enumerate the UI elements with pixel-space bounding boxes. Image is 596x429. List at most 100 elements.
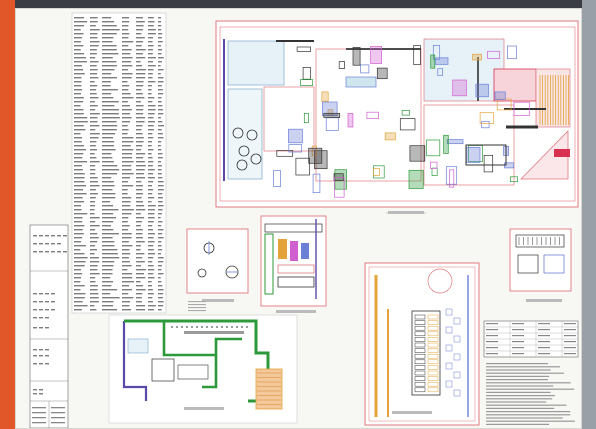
equipment-block bbox=[466, 146, 481, 163]
schedule-text-line bbox=[148, 205, 156, 207]
note-text-line bbox=[188, 301, 206, 303]
title-text-line bbox=[45, 243, 49, 245]
schedule-text-line bbox=[102, 161, 114, 163]
schedule-text-line bbox=[158, 85, 162, 87]
schedule-text-line bbox=[158, 69, 164, 71]
schedule-text-line bbox=[74, 217, 83, 219]
title-text-line bbox=[45, 327, 49, 329]
schedule-text-line bbox=[122, 53, 131, 55]
schedule-text-line bbox=[136, 253, 145, 255]
kitchen-layout-plan bbox=[364, 262, 480, 426]
schedule-text-line bbox=[122, 65, 133, 67]
kitchen-unit bbox=[427, 325, 439, 331]
schedule-text-line bbox=[158, 25, 162, 27]
schedule-text-line bbox=[102, 33, 117, 35]
schedule-text-line bbox=[122, 61, 132, 63]
schedule-text-line bbox=[74, 273, 83, 275]
note-text-line bbox=[188, 307, 206, 309]
schedule-text-line bbox=[102, 109, 119, 111]
schedule-text-line bbox=[102, 205, 114, 207]
schedule-text-line bbox=[136, 121, 145, 123]
schedule-text-line bbox=[74, 45, 84, 47]
schedule-text-line bbox=[90, 193, 98, 195]
schedule-text-line bbox=[158, 45, 161, 47]
equipment-schedule bbox=[71, 12, 167, 314]
schedule-text-line bbox=[102, 277, 111, 279]
kitchen-unit bbox=[414, 342, 426, 348]
schedule-text-line bbox=[102, 125, 118, 127]
title-text-line bbox=[51, 309, 55, 311]
schedule-border bbox=[71, 12, 167, 314]
schedule-text-line bbox=[74, 285, 85, 287]
kitchen-unit bbox=[414, 376, 426, 381]
schedule-text-line bbox=[136, 261, 145, 263]
schedule-text-line bbox=[158, 125, 164, 127]
schedule-text-line bbox=[74, 281, 81, 283]
schedule-text-line bbox=[90, 277, 96, 279]
schedule-text-line bbox=[102, 177, 112, 179]
note-text-line bbox=[486, 407, 555, 409]
schedule-text-line bbox=[122, 21, 130, 23]
schedule-text-line bbox=[158, 109, 163, 111]
schedule-text-line bbox=[90, 133, 100, 135]
kitchen-unit bbox=[414, 314, 426, 320]
schedule-text-line bbox=[102, 93, 112, 95]
schedule-text-line bbox=[158, 189, 164, 191]
schedule-text-line bbox=[148, 229, 153, 231]
equipment-block bbox=[334, 169, 347, 190]
schedule-text-line bbox=[148, 221, 154, 223]
schedule-text-line bbox=[74, 73, 85, 75]
schedule-text-line bbox=[136, 57, 146, 59]
schedule-text-line bbox=[136, 117, 146, 119]
equipment-block bbox=[399, 118, 416, 131]
drawing-sheet[interactable] bbox=[15, 8, 582, 429]
schedule-text-line bbox=[158, 245, 162, 247]
schedule-text-line bbox=[136, 89, 142, 91]
schedule-text-line bbox=[158, 241, 162, 243]
schedule-text-line bbox=[74, 153, 84, 155]
schedule-text-line bbox=[158, 65, 161, 67]
schedule-text-line bbox=[90, 297, 99, 299]
schedule-text-line bbox=[102, 133, 116, 135]
schedule-text-line bbox=[74, 49, 81, 51]
schedule-text-line bbox=[148, 73, 153, 75]
schedule-text-line bbox=[148, 301, 153, 303]
schedule-text-line bbox=[74, 69, 84, 71]
equipment-block bbox=[496, 98, 512, 111]
note-text-line bbox=[486, 379, 548, 381]
schedule-text-line bbox=[102, 201, 111, 203]
schedule-text-line bbox=[148, 137, 154, 139]
fixture-dot bbox=[221, 326, 223, 328]
title-text-line bbox=[33, 293, 37, 295]
equipment-block bbox=[408, 169, 424, 189]
schedule-text-line bbox=[90, 21, 98, 23]
kitchen-unit bbox=[453, 317, 461, 325]
schedule-text-line bbox=[102, 117, 120, 119]
schedule-text-line bbox=[102, 213, 114, 215]
schedule-text-line bbox=[122, 169, 132, 171]
title-text-line bbox=[33, 301, 37, 303]
schedule-text-line bbox=[136, 193, 143, 195]
schedule-text-line bbox=[148, 153, 152, 155]
equipment-block bbox=[334, 177, 345, 198]
schedule-text-line bbox=[102, 293, 111, 295]
schedule-text-line bbox=[122, 253, 131, 255]
note-text-line bbox=[486, 420, 575, 422]
legend-text-line bbox=[538, 335, 550, 337]
equipment-block bbox=[288, 144, 303, 153]
schedule-text-line bbox=[102, 45, 117, 47]
schedule-text-line bbox=[122, 217, 129, 219]
schedule-text-line bbox=[74, 149, 86, 151]
schedule-text-line bbox=[136, 21, 145, 23]
schedule-text-line bbox=[122, 113, 131, 115]
equipment-block bbox=[487, 50, 500, 59]
schedule-text-line bbox=[102, 273, 113, 275]
schedule-text-line bbox=[74, 173, 85, 175]
fixture-dot bbox=[211, 326, 213, 328]
schedule-text-line bbox=[90, 197, 96, 199]
schedule-text-line bbox=[136, 141, 144, 143]
schedule-text-line bbox=[90, 173, 96, 175]
schedule-text-line bbox=[136, 201, 143, 203]
schedule-text-line bbox=[122, 205, 131, 207]
